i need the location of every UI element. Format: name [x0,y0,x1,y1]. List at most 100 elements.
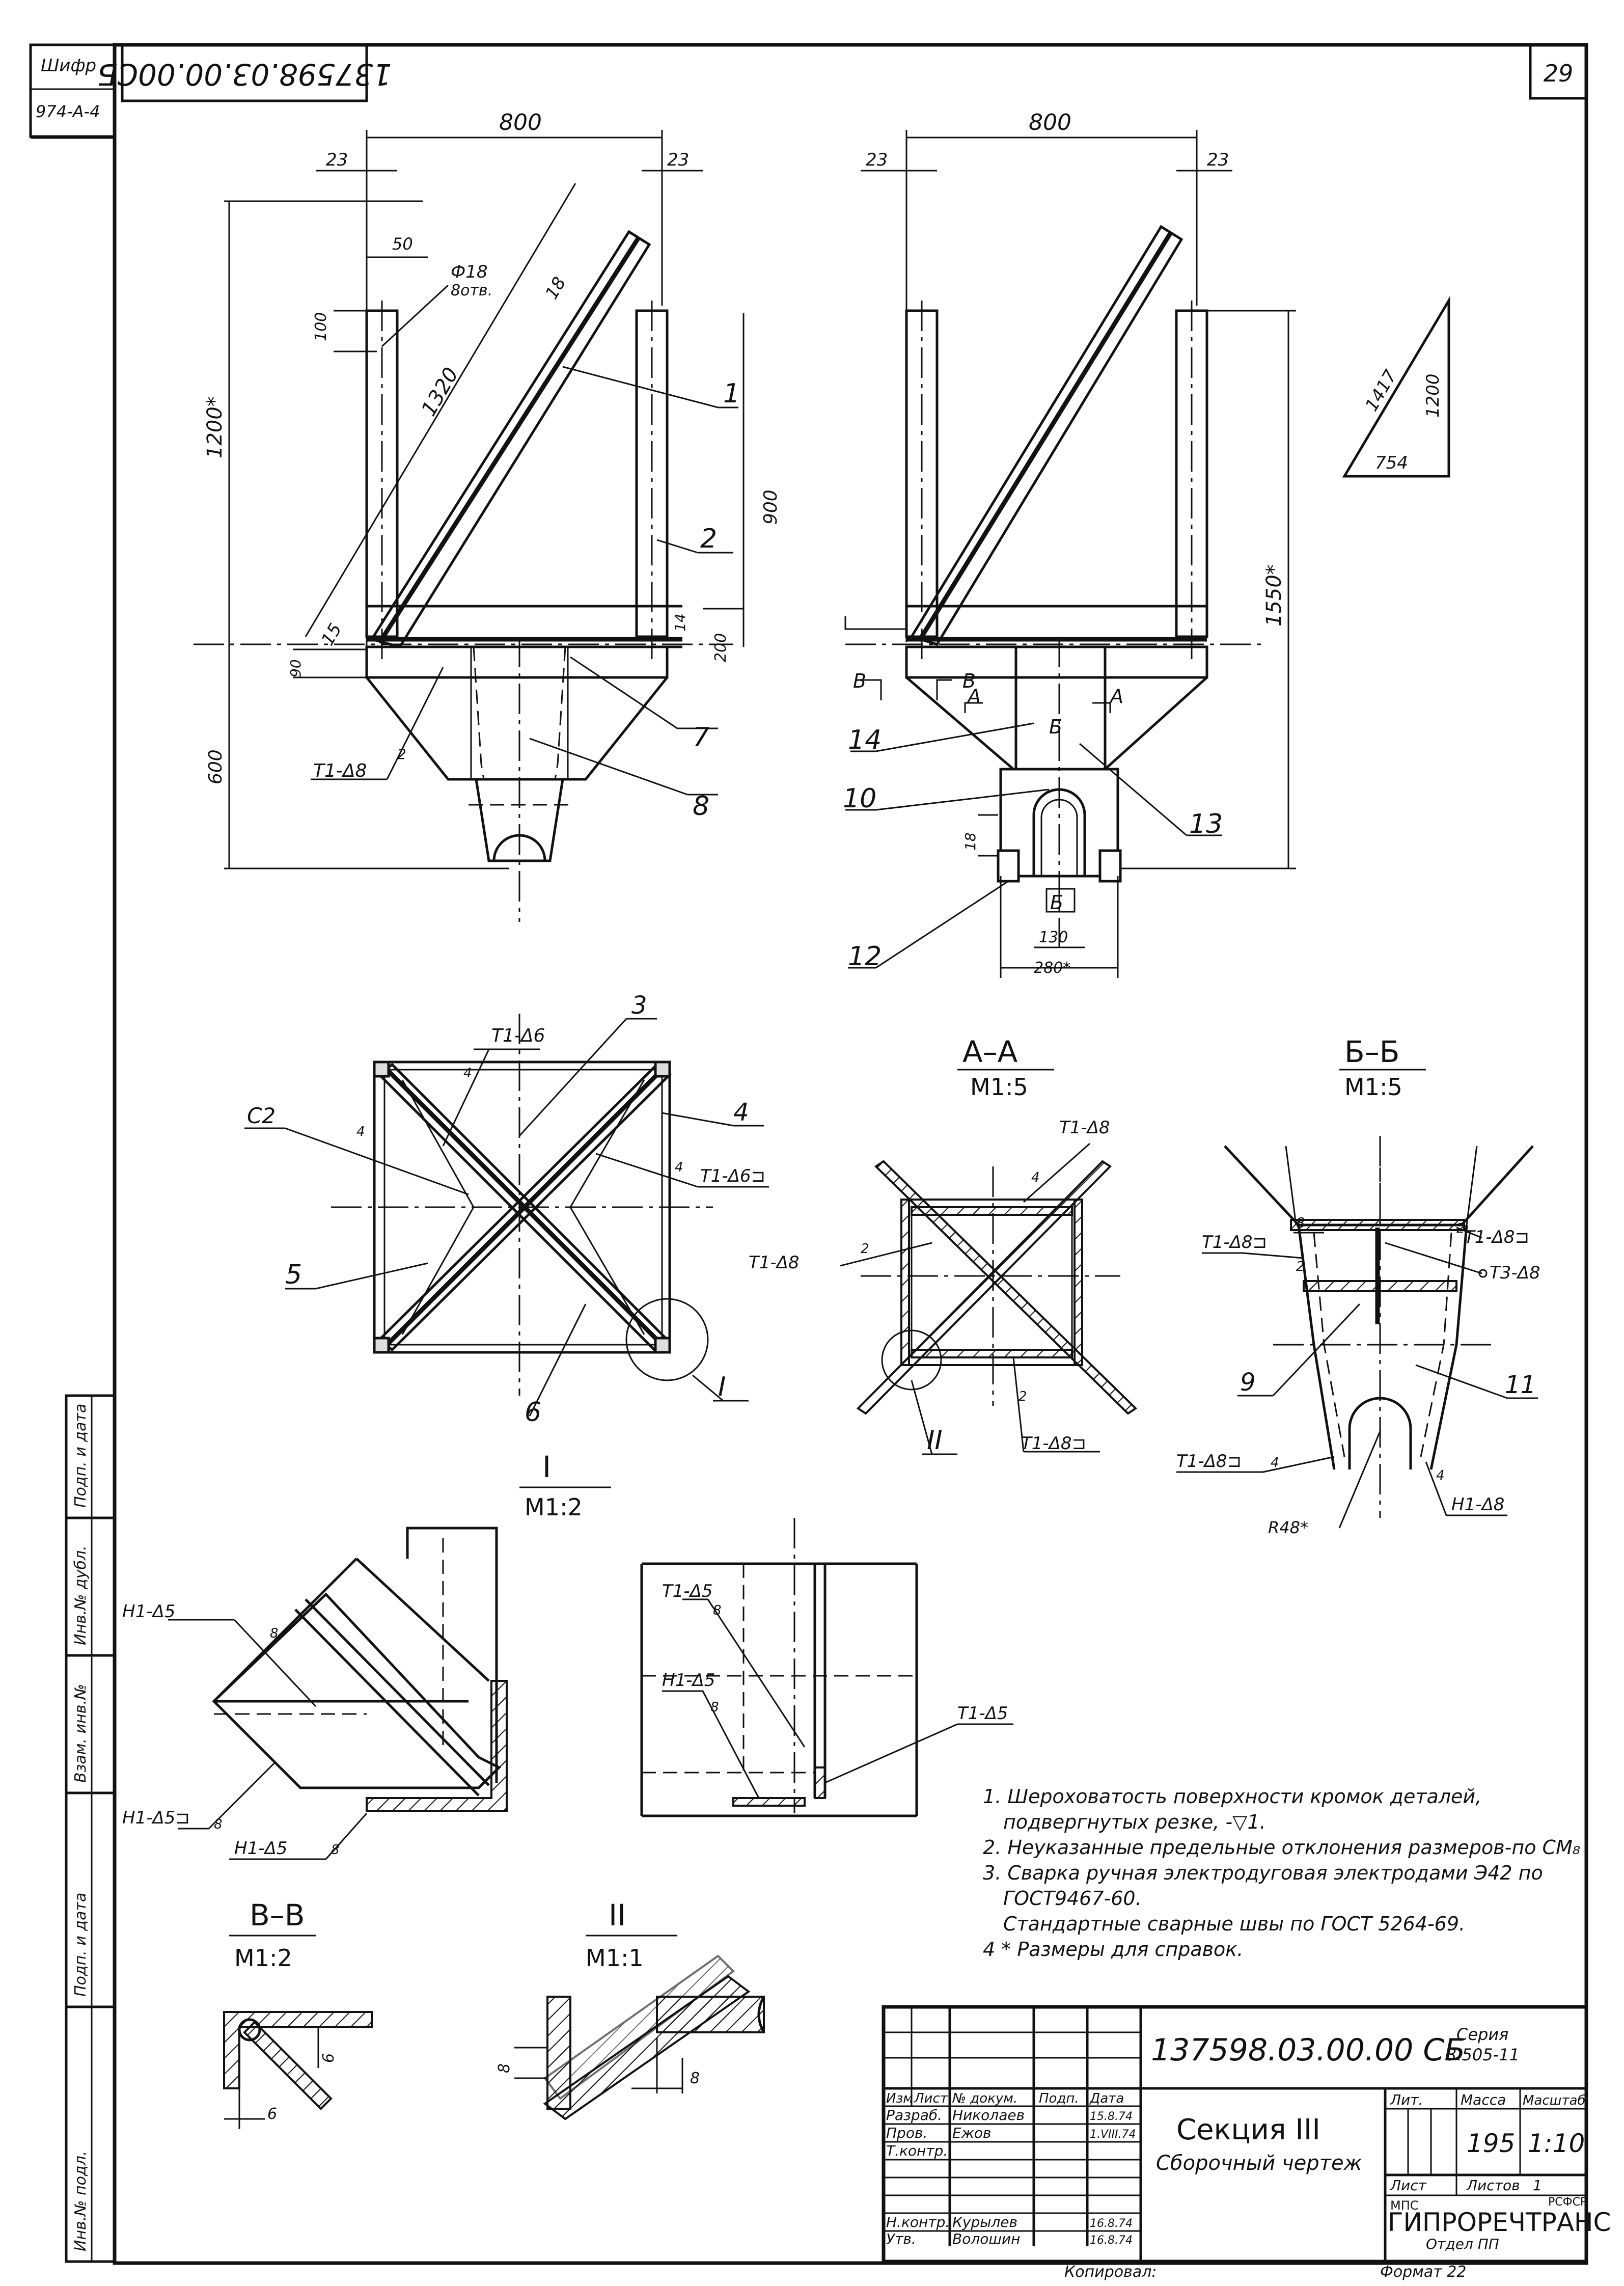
front-view: 800 23 23 50 Ф18 8отв. 100 1200* 1320 18… [194,110,781,922]
tb-name-0: Николаев [952,2107,1025,2124]
tb-col-4: Дата [1089,2091,1124,2106]
plan-weld-t1d6b: Т1-Δ6⊐ [700,1166,765,1186]
front-dim-600: 600 [205,749,226,784]
section-vv-scale: М1:2 [234,1944,292,1972]
front-part-1: 1 [723,378,740,409]
strip-label-4: Инв.№ подл. [72,2151,90,2251]
cipher-label: Шифр [41,56,96,76]
section-bb-title: Б–Б [1344,1035,1400,1069]
note-3b: ГОСТ9467-60. [1003,1887,1142,1910]
detail-1: I М1:2 Н1-Δ5 8 Н1-Δ5⊐ 8 Н1-Δ5 8 [122,1450,1013,1860]
tb-sheet-label: Лист [1390,2177,1427,2194]
side-dim-130: 130 [1039,929,1068,946]
section-bb-small-2b: 2 [1456,1221,1465,1236]
section-bb: Б–Б М1:5 Т1-Δ8⊐ 8 2 Т1-Δ8⊐ 2 Т3-Δ8 9 11 [1176,1035,1540,1537]
detail-1-small-8c: 8 [331,1842,340,1858]
detail-1-small-8e: 8 [710,1700,719,1715]
tb-role-4: Утв. [886,2230,916,2247]
tb-copied: Копировал: [1064,2263,1157,2281]
detail-1-weld-6: Т1-Δ5 [957,1703,1008,1724]
cipher-box: Шифр 974-А-4 [29,43,116,138]
section-bb-weld-1: Т1-Δ8⊐ [1202,1232,1267,1253]
front-dim-90: 90 [287,659,304,677]
strip-label-3: Подп. и дата [72,1893,90,1997]
section-aa-small-2a: 2 [861,1241,869,1257]
side-part-13: 13 [1189,809,1223,839]
section-vv-dim-6b: 6 [320,2053,338,2063]
side-part-14: 14 [848,725,882,755]
plan-part-5: 5 [285,1260,302,1290]
front-dim-holes: 8отв. [451,282,492,300]
tb-dept: Отдел ПП [1426,2236,1499,2252]
detail-1-weld-4: Т1-Δ5 [662,1581,713,1601]
side-mark-v2: В [962,670,976,692]
detail-1-weld-2: Н1-Δ5⊐ [122,1808,190,1828]
front-weld-small: 2 [397,746,406,763]
tri-754: 754 [1375,453,1408,473]
detail-1-weld-1: Н1-Δ5 [122,1601,175,1622]
detail-2: II М1:1 8 8 [496,1898,765,2120]
tb-date-0: 15.8.74 [1090,2110,1133,2123]
side-part-10: 10 [843,783,876,814]
section-bb-part-11: 11 [1505,1371,1536,1399]
detail-1-weld-3: Н1-Δ5 [234,1838,287,1859]
section-bb-small-4b: 4 [1436,1468,1445,1483]
tb-col-3: Подп. [1039,2091,1079,2106]
side-dim-18: 18 [962,832,979,851]
rotated-doc-number-text: 137598.03.00.00СБ [97,57,392,92]
cipher-value: 974-А-4 [36,102,100,121]
detail-1-title: I [542,1450,551,1484]
strip-label-1: Инв.№ дубл. [72,1545,90,1645]
tb-name: Секция III [1176,2113,1320,2146]
section-aa-scale: М1:5 [970,1073,1028,1101]
detail-2-title: II [609,1898,626,1933]
front-dim-23b: 23 [667,150,689,170]
section-aa-detail-2: II [927,1425,943,1456]
page-number: 29 [1544,60,1574,87]
note-3: 3. Сварка ручная электродуговая электрод… [983,1862,1543,1884]
tb-col-1: Лист [914,2091,948,2106]
strip-label-2: Взам. инв.№ [72,1684,90,1783]
detail-1-small-8b: 8 [214,1817,223,1832]
section-bb-weld-h1: Н1-Δ8 [1451,1494,1504,1515]
plan-part-4: 4 [733,1098,749,1127]
plan-label-c2: С2 [247,1103,276,1128]
detail-1-scale: М1:2 [525,1493,583,1521]
tb-scale-label: Масштаб [1523,2093,1586,2108]
tb-org-name: ГИПРОРЕЧТРАНС [1388,2208,1611,2237]
detail-2-scale: М1:1 [586,1944,644,1972]
side-mark-a2: А [1109,685,1123,707]
tb-date-4: 16.8.74 [1090,2234,1133,2247]
front-dim-14: 14 [672,613,689,632]
front-part-7: 7 [693,722,709,753]
tb-org-rsfsr: РСФСР [1548,2196,1587,2209]
side-dim-800: 800 [1029,110,1071,135]
section-bb-weld-t3: Т3-Δ8 [1490,1263,1540,1283]
section-aa-small-2b: 2 [1019,1389,1027,1404]
section-aa-small-4: 4 [1031,1170,1040,1185]
front-dim-800: 800 [499,110,542,135]
section-aa-weld-3: Т1-Δ8⊐ [1021,1433,1086,1454]
tb-role-1: Пров. [886,2125,927,2141]
side-mark-a1: А [966,685,981,707]
note-1b: подвергнутых резке, -▽1. [1003,1811,1266,1833]
detail-1-small-8d: 8 [713,1603,722,1618]
tb-sheets-value: 1 [1533,2177,1542,2194]
detail-1-weld-5: Н1-Δ5 [662,1670,715,1691]
tb-col-0: Изм [886,2091,913,2106]
tb-series-label: Серия [1456,2025,1508,2044]
tb-format: Формат 22 [1380,2263,1466,2281]
side-dim-1550: 1550* [1262,564,1286,627]
tb-name-3: Курылев [952,2214,1017,2230]
section-vv-title: В–В [250,1898,305,1933]
tb-lit-label: Лит. [1390,2091,1423,2108]
front-dim-f18: Ф18 [451,262,488,282]
section-bb-r48: R48* [1268,1518,1308,1537]
tb-role-2: Т.контр. [886,2142,948,2159]
tb-date-1: 1.VIII.74 [1090,2128,1136,2141]
notes-block: 1. Шероховатость поверхности кромок дета… [983,1785,1580,1961]
tb-mass-label: Масса [1461,2091,1506,2108]
sheet-frame [113,43,1588,2265]
tb-role-3: Н.контр. [886,2214,950,2230]
tb-name-1: Ежов [952,2125,992,2141]
